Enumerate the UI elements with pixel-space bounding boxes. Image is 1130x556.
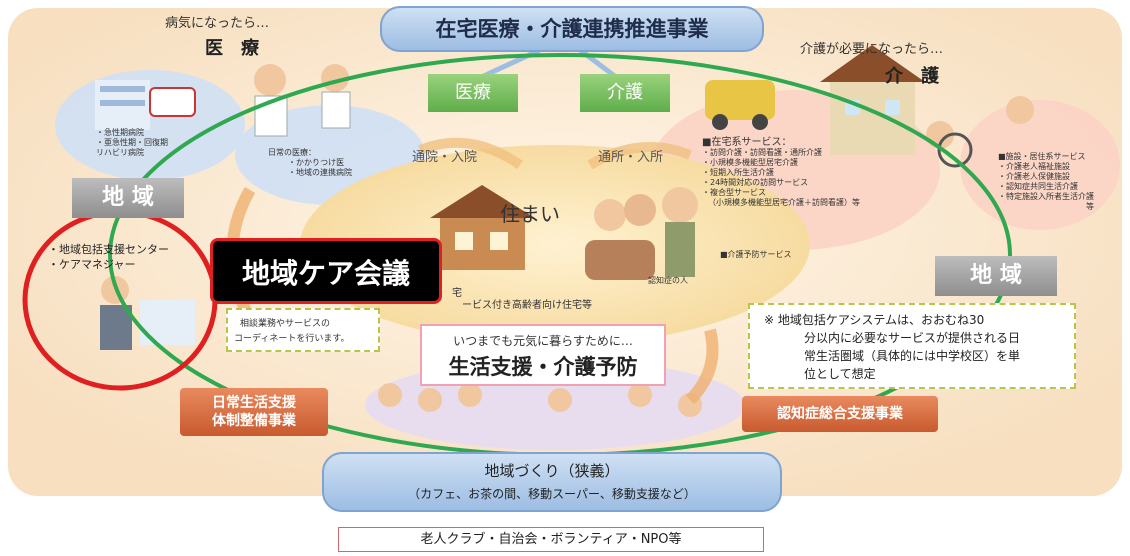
hospital-item: ・亜急性期・回復期 <box>96 138 168 147</box>
daily-life-support-box: 日常生活支援 体制整備事業 <box>180 388 328 436</box>
arrow-top-left <box>418 137 523 170</box>
home-service-item: ・24時間対応の訪問サービス <box>702 178 809 187</box>
coordinate-line: コーディネートを行います。 <box>234 334 350 344</box>
when-sick: 病気になったら… <box>165 16 270 31</box>
commute-right: 通所・入所 <box>598 150 664 165</box>
community-care-meeting-label: 地域ケア会議 <box>241 257 410 290</box>
facility-item: ・特定施設入所者生活介護 <box>998 192 1094 201</box>
home-label: 住まい <box>500 202 560 226</box>
home-service-item: ・複合型サービス <box>702 188 766 197</box>
community-illustration <box>378 383 702 417</box>
facility-item: 等 <box>1086 202 1094 211</box>
daily-medical: 日常の医療： ・かかりつけ医 ・地域の連携病院 <box>268 148 352 178</box>
support-center-item: ・地域包括支援センター <box>48 243 169 256</box>
facility-item: ■施設・居住系サービス <box>998 152 1086 161</box>
tab-medical-label: 医療 <box>455 82 491 103</box>
note-line: ※ 地域包括ケアシステムは、おおむね30 <box>764 313 985 327</box>
tab-care-label: 介護 <box>607 82 643 103</box>
facility-bubble <box>960 100 1120 230</box>
note-line: 分以内に必要なサービスが提供される日 <box>804 331 1021 345</box>
top-title: 在宅医療・介護連携推進事業 <box>435 17 709 41</box>
region-left: 地 域 <box>72 178 184 218</box>
daily-life-support-line: 日常生活支援 <box>212 395 296 411</box>
home-service-item: （小規模多機能型居宅介護＋訪問看護）等 <box>708 198 860 207</box>
hospital-item: リハビリ病院 <box>96 148 144 157</box>
dementia-support-box: 認知症総合支援事業 <box>742 396 938 432</box>
note-lines: ※ 地域包括ケアシステムは、おおむね30 分以内に必要なサービスが提供される日 … <box>750 305 1074 383</box>
life-support-subtitle: いつまでも元気に暮らすために… <box>453 334 633 348</box>
life-support-box: いつまでも元気に暮らすために… 生活支援・介護予防 <box>420 324 666 386</box>
region-right: 地 域 <box>935 256 1057 296</box>
house-line1: 宅 <box>452 288 462 299</box>
arrow-top-right <box>587 142 692 170</box>
note-line: 位として想定 <box>804 367 876 381</box>
region-right-label: 地 域 <box>970 263 1022 288</box>
house-illustration <box>430 185 698 280</box>
note-line: 常生活圏域（具体的には中学校区）を単 <box>804 349 1021 363</box>
groups-box: 老人クラブ・自治会・ボランティア・NPO等 <box>338 527 764 552</box>
facility-item: ・介護老人福祉施設 <box>998 162 1070 171</box>
home-service-item: ・短期入所生活介護 <box>702 168 774 177</box>
support-center-item: ・ケアマネジャー <box>48 258 136 271</box>
home-service-item: ■在宅系サービス： <box>702 137 792 148</box>
tab-care: 介護 <box>580 74 670 112</box>
region-left-label: 地 域 <box>102 185 154 210</box>
hospital-list: ・急性期病院 ・亜急性期・回復期 リハビリ病院 <box>96 128 168 158</box>
facility-item: ・認知症共同生活介護 <box>998 182 1078 191</box>
dementia-label: 認知症の人 <box>648 276 688 285</box>
life-support-title: 生活支援・介護予防 <box>448 355 638 379</box>
community-care-meeting-box: 地域ケア会議 <box>210 238 442 304</box>
hospital-item: ・急性期病院 <box>96 128 144 137</box>
care-manager-illustration <box>100 276 195 350</box>
daily-medical-item: ・地域の連携病院 <box>288 168 352 177</box>
dementia-support-label: 認知症総合支援事業 <box>777 406 903 422</box>
home-services-list: ■在宅系サービス： ・訪問介護・訪問看護・通所介護 ・小規模多機能型居宅介護 ・… <box>702 138 860 208</box>
home-service-item: ・訪問介護・訪問看護・通所介護 <box>702 148 822 157</box>
bottom-pill: 地域づくり（狭義） （カフェ、お茶の間、移動スーパー、移動支援など） <box>322 452 782 512</box>
home-service-item: ・小規模多機能型居宅介護 <box>702 158 798 167</box>
tab-medical: 医療 <box>428 74 518 112</box>
coordinate-line: 相談業務やサービスの <box>240 319 331 329</box>
support-center-list: ・地域包括支援センター ・ケアマネジャー <box>48 242 169 272</box>
commute-left: 通院・入院 <box>412 150 478 165</box>
when-care-needed: 介護が必要になったら… <box>800 42 944 57</box>
facility-item: ・介護老人保健施設 <box>998 172 1070 181</box>
coordinate-box: 相談業務やサービスの コーディネートを行います。 <box>226 308 380 352</box>
bottom-subtitle: （カフェ、お茶の間、移動スーパー、移動支援など） <box>408 487 696 501</box>
top-pill: 在宅医療・介護連携推進事業 <box>380 6 764 52</box>
hospital-illustration <box>95 64 351 137</box>
facility-services-list: ■施設・居住系サービス ・介護老人福祉施設 ・介護老人保健施設 ・認知症共同生活… <box>998 152 1094 212</box>
facility-building <box>705 45 1034 168</box>
care-heading: 介 護 <box>885 66 939 87</box>
daily-medical-item: ・かかりつけ医 <box>288 158 345 167</box>
prevention-service: ■介護予防サービス <box>720 250 792 259</box>
bottom-title: 地域づくり（狭義） <box>484 462 620 480</box>
medical-heading: 医 療 <box>205 38 259 59</box>
note-box: ※ 地域包括ケアシステムは、おおむね30 分以内に必要なサービスが提供される日 … <box>748 303 1076 389</box>
house-line2: ービス付き高齢者向け住宅等 <box>462 300 592 311</box>
groups-label: 老人クラブ・自治会・ボランティア・NPO等 <box>420 532 682 547</box>
daily-medical-title: 日常の医療： <box>268 148 316 157</box>
daily-life-support-line: 体制整備事業 <box>212 413 296 429</box>
arrow-bottom <box>685 328 719 405</box>
